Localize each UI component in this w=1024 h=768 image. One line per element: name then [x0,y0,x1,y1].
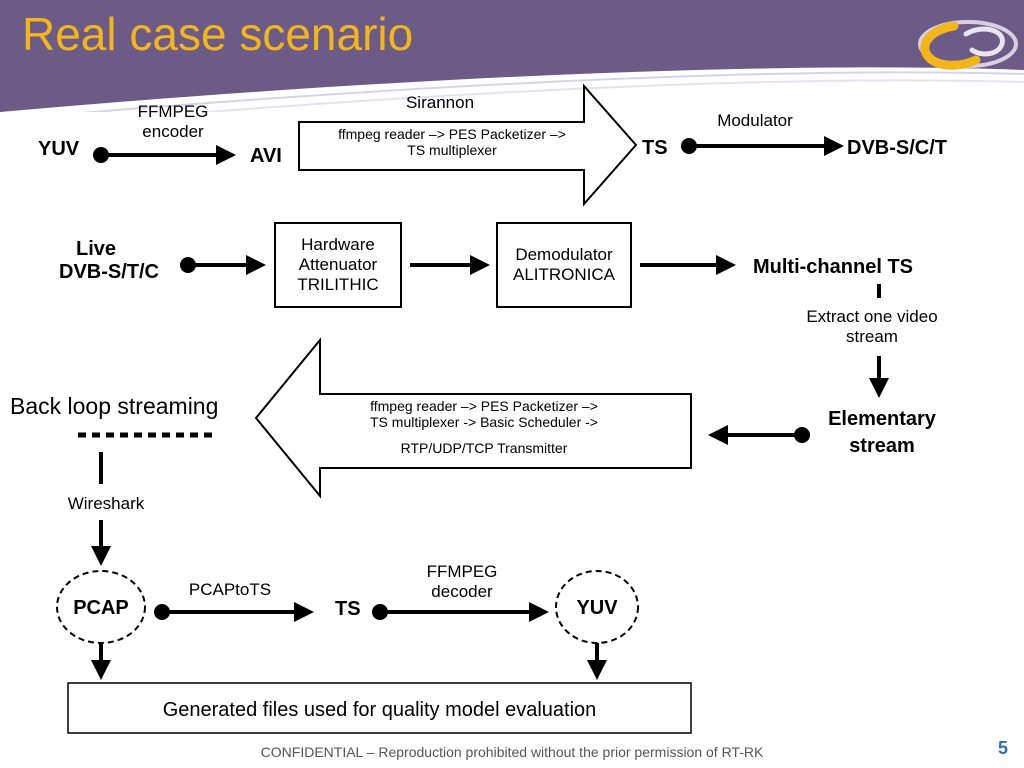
page-number: 5 [998,738,1009,758]
ts-label-top: TS [642,137,668,159]
header-band [0,0,1024,112]
back-loop-streaming-label: Back loop streaming [10,393,219,419]
generated-files-box [67,682,692,734]
backloop-block-arrow [254,337,692,499]
sirannon-block-arrow [298,83,638,207]
company-logo-icon [918,20,1018,70]
confidential-footer: CONFIDENTIAL – Reproduction prohibited w… [260,744,764,760]
yuv-output-label: YUV [576,597,618,619]
slide-title: Real case scenario [22,8,414,60]
yuv-label: YUV [38,138,80,160]
avi-label: AVI [250,145,282,167]
sirannon-pipeline-text: ffmpeg reader –> PES Packetizer –>TS mul… [338,126,566,159]
multichannel-ts-label: Multi-channel TS [753,256,913,278]
dvb-sct-label: DVB-S/C/T [847,137,947,159]
pcaptots-label: PCAPtoTS [188,580,272,599]
demodulator-box: Demodulator ALITRONICA [496,222,632,308]
attenuator-box: Hardware Attenuator TRILITHIC [274,222,402,308]
backloop-pipeline-text: ffmpeg reader –> PES Packetizer –> TS mu… [370,398,598,457]
ts-label-bottom: TS [335,598,361,620]
wireshark-label: Wireshark [67,494,145,513]
generated-files-label: Generated files used for quality model e… [162,699,597,721]
modulator-label: Modulator [717,111,793,130]
pcap-label: PCAP [73,597,129,619]
sirannon-label: Sirannon [405,93,475,112]
